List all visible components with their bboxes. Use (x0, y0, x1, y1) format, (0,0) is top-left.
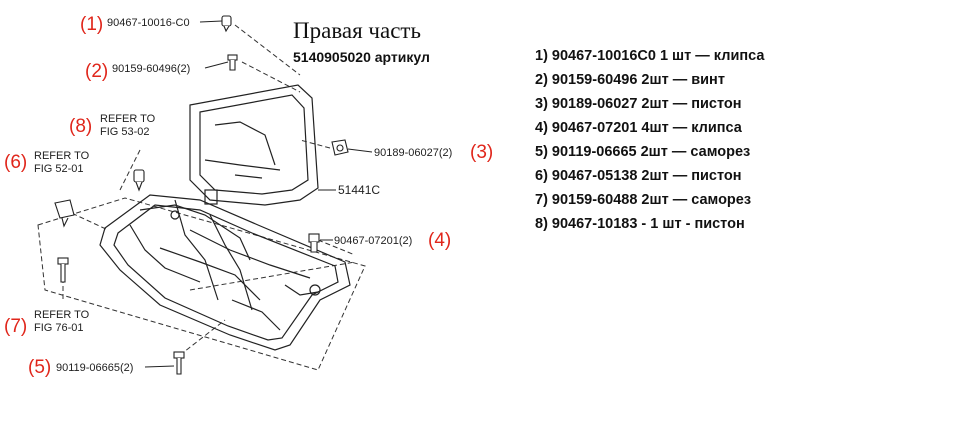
list-item: 4) 90467-07201 4шт — клипса (535, 120, 742, 136)
parts-list: 1) 90467-10016C0 1 шт — клипса 2) 90159-… (535, 44, 764, 236)
callout-number-3: (3) (470, 142, 493, 163)
part-label-2: 90159-60496(2) (112, 63, 190, 75)
list-item: 8) 90467-10183 - 1 шт - пистон (535, 216, 745, 232)
clip-1-icon (221, 15, 232, 33)
list-item: 6) 90467-05138 2шт — пистон (535, 168, 742, 184)
callout-number-5: (5) (28, 357, 51, 378)
upper-cover-panel (189, 84, 319, 206)
refer-label-line2: FIG 53-02 (100, 126, 150, 138)
piston-6-icon (54, 199, 75, 228)
part-label-4: 90467-07201(2) (334, 235, 412, 247)
leader-2 (204, 61, 229, 69)
part-label-3: 90189-06027(2) (374, 147, 452, 159)
leader-5 (144, 365, 175, 368)
clip-4-icon (308, 233, 320, 253)
piston-3-icon (331, 139, 349, 156)
screw-5-icon (173, 351, 185, 375)
list-item: 7) 90159-60488 2шт — саморез (535, 192, 752, 208)
main-part-label: 51441C (338, 183, 380, 197)
screw-2-icon (227, 54, 238, 71)
leader-3 (347, 148, 373, 153)
leader-1 (199, 20, 223, 23)
part-label-1: 90467-10016-C0 (107, 17, 190, 29)
piston-8-icon (133, 169, 145, 192)
article-number: 5140905020 артикул (293, 49, 430, 65)
lower-under-cover (99, 194, 351, 351)
refer-label-line2: FIG 76-01 (34, 322, 84, 334)
callout-number-1: (1) (80, 14, 103, 35)
callout-number-2: (2) (85, 61, 108, 82)
page-title: Правая часть (293, 18, 421, 43)
callout-number-4: (4) (428, 230, 451, 251)
refer-label-line2: FIG 52-01 (34, 163, 84, 175)
list-item: 1) 90467-10016C0 1 шт — клипса (535, 48, 765, 64)
exploded-parts-diagram: 90467-10016-C0 90159-60496(2) 90189-0602… (4, 14, 493, 378)
callout-number-7: (7) (4, 316, 27, 337)
refer-label-line1: REFER TO (100, 113, 156, 125)
refer-label-line1: REFER TO (34, 309, 90, 321)
list-item: 5) 90119-06665 2шт — саморез (535, 144, 751, 160)
list-item: 2) 90159-60496 2шт — винт (535, 72, 725, 88)
callout-number-6: (6) (4, 152, 27, 173)
list-item: 3) 90189-06027 2шт — пистон (535, 96, 742, 112)
callout-number-8: (8) (69, 116, 92, 137)
screw-7-icon (57, 257, 69, 283)
refer-label-line1: REFER TO (34, 150, 90, 162)
part-label-5: 90119-06665(2) (56, 362, 133, 374)
